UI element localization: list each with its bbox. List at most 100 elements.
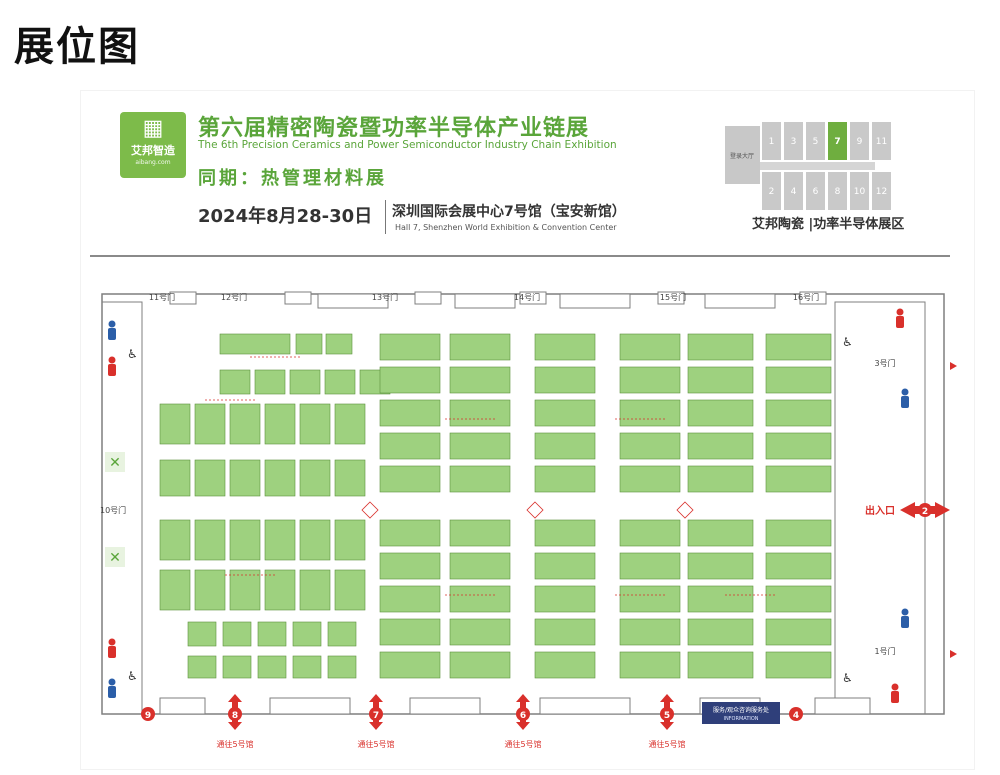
booth [222, 621, 252, 647]
booth [687, 333, 754, 361]
exit-badge [228, 707, 242, 721]
booth [327, 655, 357, 679]
divider [385, 200, 386, 234]
booth [229, 403, 261, 445]
top-gate-label: 14号门 [514, 292, 540, 302]
hall-fixtures: ♿♿✕✕♿♿ [105, 308, 957, 730]
exit-badge [369, 707, 383, 721]
minimap-hall-5 [806, 122, 825, 160]
minimap-hall-label-3: 3 [791, 137, 797, 147]
column-marker [361, 501, 379, 519]
booth [687, 585, 754, 613]
side-exit-arrow [950, 362, 957, 370]
restaurant-area [105, 547, 125, 567]
accessible-icon: ♿ [842, 671, 853, 685]
top-room [454, 293, 516, 309]
booth [534, 618, 596, 646]
booth [449, 651, 511, 679]
booth [187, 655, 217, 679]
booth [765, 618, 832, 646]
booth [264, 569, 296, 611]
minimap-hall-7 [828, 122, 847, 160]
person-icon [901, 608, 909, 616]
logo-name: 艾邦智造 [131, 144, 175, 157]
booth [229, 569, 261, 611]
minimap-lobby-label: 登录大厅 [730, 152, 754, 160]
booth [222, 655, 252, 679]
booth [765, 366, 832, 394]
exit-number: 4 [793, 711, 799, 721]
minimap-hall-label-5: 5 [813, 137, 819, 147]
booth [449, 552, 511, 580]
exhibition-date: 2024年8月28-30日 [198, 206, 373, 227]
booth [327, 621, 357, 647]
person-body-icon [108, 328, 116, 340]
booth [687, 465, 754, 493]
booth [379, 618, 441, 646]
page-title: 展位图 [14, 24, 140, 70]
right-gate-lower-label: 1号门 [874, 646, 895, 656]
booth [379, 333, 441, 361]
restaurant-icon: ✕ [109, 455, 121, 471]
top-door-frame [799, 291, 827, 305]
top-door-frame [657, 291, 685, 305]
person-icon [108, 638, 116, 646]
person-icon [901, 388, 909, 396]
booth [449, 519, 511, 547]
logo-url: aibang.com [135, 159, 171, 166]
exit-number: 6 [520, 711, 526, 721]
top-gate-label: 15号门 [660, 292, 686, 302]
booth [187, 621, 217, 647]
booth [765, 519, 832, 547]
exit-label: 通往5号馆 [357, 739, 394, 749]
top-gate-label: 13号门 [372, 292, 398, 302]
booth [687, 651, 754, 679]
bottom-room [539, 697, 631, 715]
booth [379, 552, 441, 580]
restaurant-icon: ✕ [109, 550, 121, 566]
booth [292, 655, 322, 679]
booth [534, 651, 596, 679]
booth [299, 403, 331, 445]
restaurant-area [105, 452, 125, 472]
booth [534, 519, 596, 547]
exhibition-title: 第六届精密陶瓷暨功率半导体产业链展 [198, 116, 590, 141]
person-body-icon [891, 691, 899, 703]
minimap-hall-2 [762, 172, 781, 210]
booth [619, 651, 681, 679]
person-body-icon [108, 646, 116, 658]
concurrent-exhibition: 同期：热管理材料展 [198, 168, 387, 189]
right-gate-label: 3号门 [874, 358, 895, 368]
booth [619, 618, 681, 646]
exit-number: 5 [664, 711, 670, 721]
booth [334, 403, 366, 445]
top-room [559, 293, 631, 309]
booth [379, 465, 441, 493]
booth [379, 399, 441, 427]
minimap-hall-11 [872, 122, 891, 160]
booth [299, 519, 331, 561]
top-door-frame [414, 291, 442, 305]
top-door-frame [169, 291, 197, 305]
booth [229, 459, 261, 497]
booth [619, 399, 681, 427]
top-door-frame [519, 291, 547, 305]
info-desk-label: 服务/观众咨询服务处 [713, 706, 769, 714]
booth [295, 333, 323, 355]
minimap-hall-label-8: 8 [835, 187, 841, 197]
person-icon [896, 308, 904, 316]
booth [687, 399, 754, 427]
minimap-hall-6 [806, 172, 825, 210]
minimap-hall-label-1: 1 [769, 137, 775, 147]
booth [765, 399, 832, 427]
exit-badge [660, 707, 674, 721]
exit-badge [141, 707, 155, 721]
minimap-lobby [725, 126, 760, 184]
top-gate-label: 16号门 [793, 292, 819, 302]
minimap-hall-label-6: 6 [813, 187, 819, 197]
exhibition-title-en: The 6th Precision Ceramics and Power Sem… [198, 139, 617, 151]
exit-label: 通往5号馆 [648, 739, 685, 749]
minimap-hall-label-4: 4 [791, 187, 797, 197]
booth [619, 585, 681, 613]
